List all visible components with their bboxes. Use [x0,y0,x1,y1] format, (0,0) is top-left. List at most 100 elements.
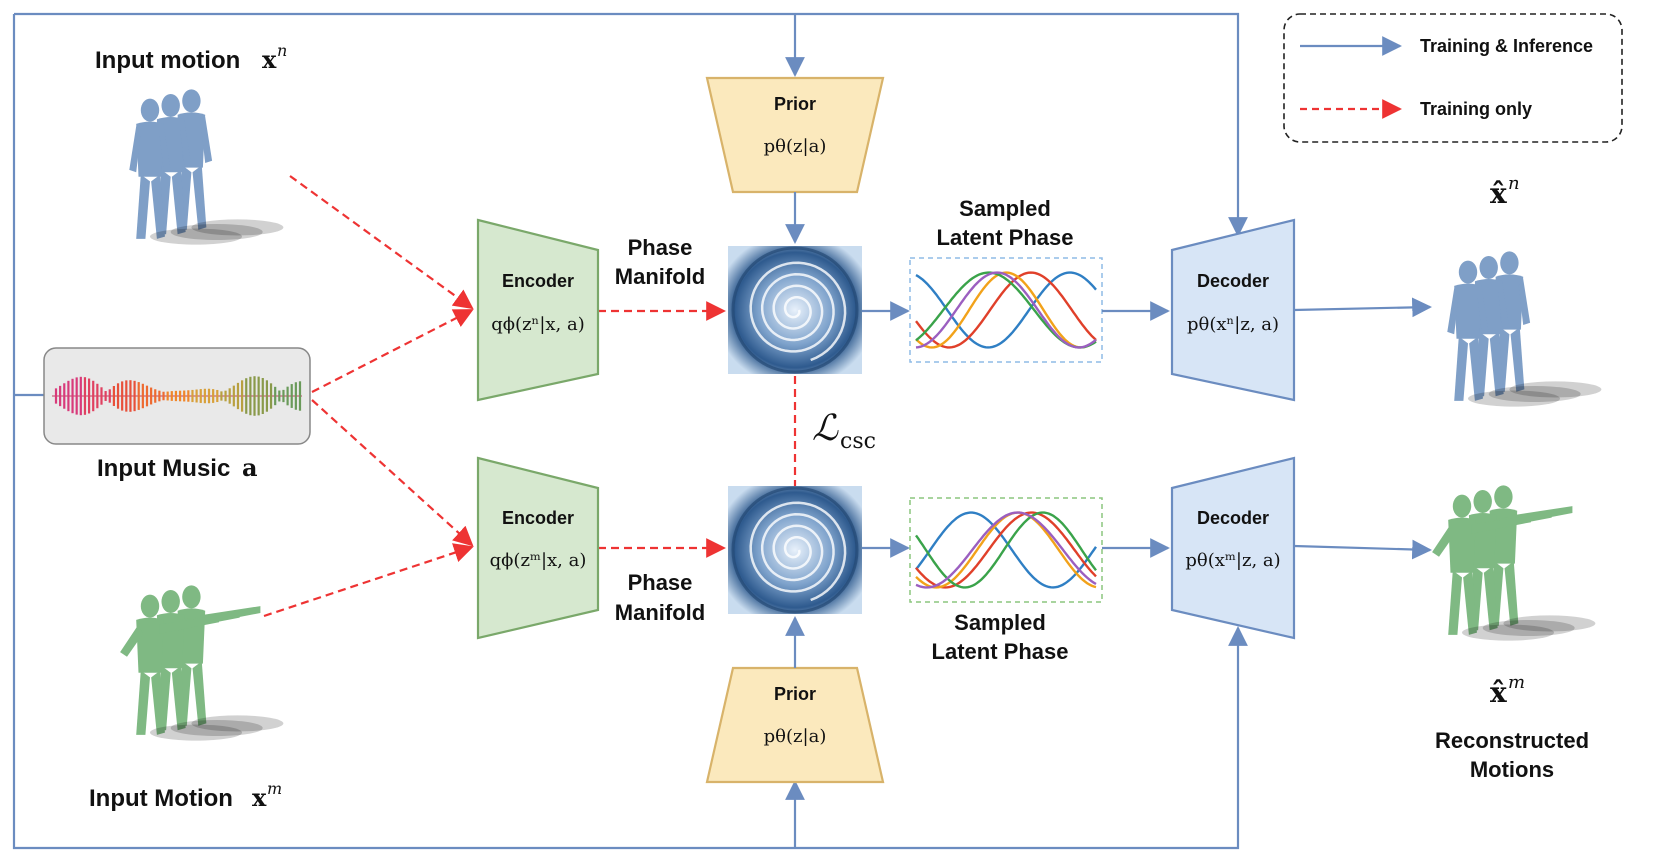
figure-arm [179,121,192,168]
svg-text:Decoder: Decoder [1197,508,1269,528]
figure-torso [136,121,164,177]
figure-arm [1432,524,1456,557]
phase-manifold-swirl-top [728,246,862,374]
latent-phase-wave [915,511,1097,589]
figure-leg [171,665,186,731]
figure-arm [1447,288,1459,335]
sampled-latent-label-top: Sampled Latent Phase [937,196,1074,250]
figure-shadow [1468,390,1560,407]
figure-arm [1477,288,1489,335]
svg-text:n: n [1508,173,1520,194]
sampled-latent-waves-top [909,257,1103,363]
figure-head [1479,256,1498,279]
figure-torso [1454,283,1482,339]
figure-head [140,98,160,122]
svg-text:Manifold: Manifold [615,600,705,625]
figure-head [1473,490,1492,513]
svg-text:pθ(xᵐ|z, a): pθ(xᵐ|z, a) [1185,550,1280,571]
svg-text:Encoder: Encoder [502,271,574,291]
svg-text:pθ(z|a): pθ(z|a) [764,726,827,747]
music-waveform-box [43,347,311,445]
output-bottom-label: x̂ m [1490,672,1525,709]
figure-head [161,94,180,117]
figure-shadow [1488,385,1581,403]
latent-phase-wave [915,511,1097,589]
decoder-bottom: Decoder pθ(xᵐ|z, a) [1170,456,1296,640]
prior-top: Prior pθ(z|a) [705,76,885,194]
svg-text:Motions: Motions [1470,757,1554,782]
figure-leg [151,174,165,239]
decoder-top: Decoder pθ(xⁿ|z, a) [1170,218,1296,402]
figure-arm [129,126,141,173]
sampled-latent-waves-bottom [909,497,1103,603]
figure-leg [1510,327,1525,392]
svg-text:Sampled: Sampled [959,196,1051,221]
latent-phase-wave [915,271,1097,349]
svg-text:Input Motion: Input Motion [89,785,233,812]
svg-text:ℒ: ℒ [812,408,839,449]
figure-leg [1483,565,1498,631]
svg-text:a: a [242,453,258,482]
figure-torso [1448,517,1476,573]
svg-text:Input motion: Input motion [95,47,240,74]
svg-text:Prior: Prior [774,94,816,114]
figure-shadow [150,228,242,245]
loss-label: ℒ csc [812,408,876,454]
svg-text:Latent Phase: Latent Phase [932,639,1069,664]
output-motion-figure-bottom [1432,485,1596,641]
svg-text:pθ(xⁿ|z, a): pθ(xⁿ|z, a) [1187,314,1279,335]
legend: Training & Inference Training only [1283,13,1623,143]
figure-arm [1518,279,1531,325]
latent-flow-arrows [862,301,1170,558]
svg-text:x: x [252,783,267,812]
input-motion-bottom-label: Input Motion x m [89,779,282,812]
figure-arm [159,126,171,173]
figure-head [1500,251,1519,275]
svg-text:Phase: Phase [628,235,693,260]
svg-text:Sampled: Sampled [954,610,1046,635]
figure-head [1494,485,1513,509]
encoder-bottom: Encoder qϕ(zᵐ|x, a) [476,456,600,640]
svg-text:x̂: x̂ [1490,676,1507,709]
figure-arm [120,624,144,657]
figure-arm [1497,283,1510,330]
figure-arm [200,117,213,163]
figure-arm [159,615,219,634]
figure-head [1452,494,1472,518]
latent-phase-wave [915,271,1097,349]
figure-shadow [170,719,263,737]
encoder-top: Encoder qϕ(zⁿ|x, a) [476,218,600,402]
figure-head [182,585,201,609]
figure-shadow [150,724,242,741]
svg-text:Manifold: Manifold [615,264,705,289]
figure-leg [1448,570,1462,635]
output-motion-figure-top [1447,251,1602,407]
figure-head [1458,260,1478,284]
figure-shadow [1482,619,1575,637]
figure-leg [1463,570,1477,635]
figure-leg [136,670,150,735]
figure-leg [1469,336,1483,401]
svg-text:Reconstructed: Reconstructed [1435,728,1589,753]
svg-text:qϕ(zᵐ|x, a): qϕ(zᵐ|x, a) [490,550,587,571]
reconstructed-motions-label: Reconstructed Motions [1435,728,1589,782]
figure-shadow [170,223,263,241]
music-waveform-icon [54,376,302,416]
svg-text:Latent Phase: Latent Phase [937,225,1074,250]
svg-text:m: m [1508,672,1525,693]
svg-text:Decoder: Decoder [1197,271,1269,291]
figure-leg [1454,336,1468,401]
legend-dashed-label: Training only [1420,99,1532,119]
input-music-label: Input Music a [97,453,258,482]
sampled-latent-label-bottom: Sampled Latent Phase [932,610,1069,664]
outer-frame [12,12,1248,850]
figure-arm [1471,515,1531,534]
figure-leg [171,169,186,235]
figure-leg [1504,561,1519,626]
figure-leg [1489,331,1504,397]
latent-phase-wave [915,271,1097,349]
figure-leg [192,165,207,230]
svg-text:csc: csc [840,429,876,454]
output-top-label: x̂ n [1490,173,1520,210]
svg-text:pθ(z|a): pθ(z|a) [764,136,827,157]
